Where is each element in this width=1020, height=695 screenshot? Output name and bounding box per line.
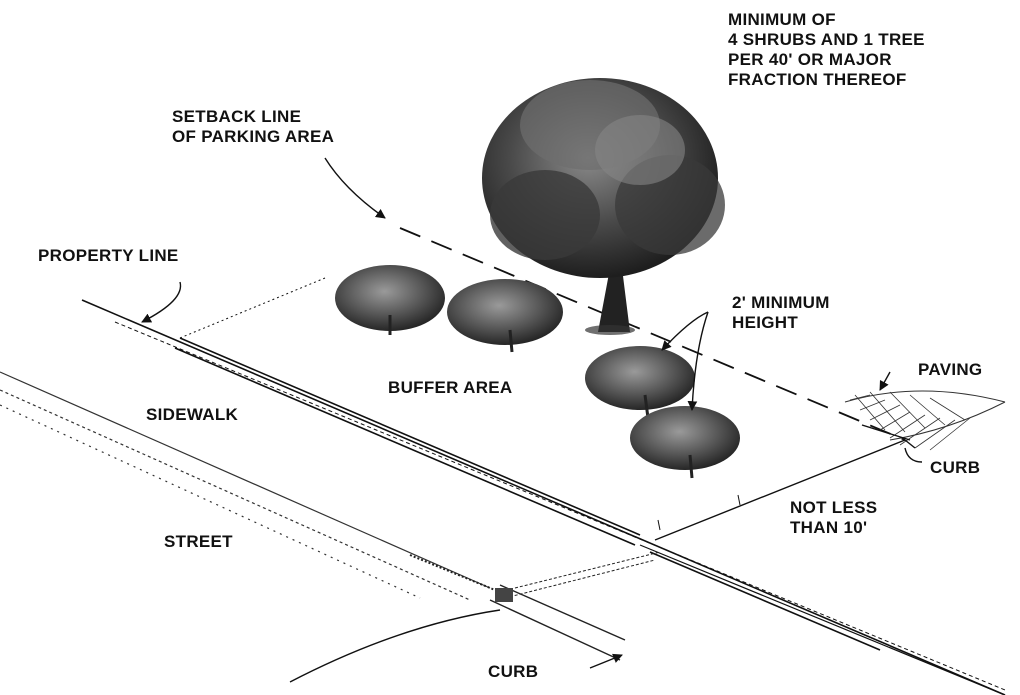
not-less-than-label: NOT LESS THAN 10' [790,498,878,537]
curb-bottom-label: CURB [488,662,539,681]
curb-bottom-line [289,609,501,683]
property-line-label: PROPERTY LINE [38,246,179,265]
height-leader-arrow-1 [661,311,709,351]
leader-lines [141,157,891,683]
curb-crossing [409,551,661,661]
curb-right-label: CURB [930,458,981,477]
setback-line [399,227,906,441]
property-line-leader-arrow [141,281,182,323]
sidewalk-label: SIDEWALK [146,405,239,424]
shrub-2 [447,279,563,353]
minimum-requirement-label: MINIMUM OF 4 SHRUBS AND 1 TREE PER 40' O… [728,10,925,89]
setback-leader-arrow [324,157,386,219]
tree [482,78,725,335]
sidewalk-band [81,299,1006,695]
paving-leader-arrow [879,371,891,391]
street-lines [0,371,491,601]
setback-line-label: SETBACK LINE OF PARKING AREA [172,107,335,146]
shrub-4 [630,406,740,479]
buffer-area-label: BUFFER AREA [388,378,513,397]
curb-bottom-leader-arrow [589,653,623,669]
height-leader-arrow-2 [687,311,709,411]
paving-label: PAVING [918,360,983,379]
minimum-height-label: 2' MINIMUM HEIGHT [732,293,830,332]
buffer-area-outline [179,277,906,541]
shrub-1 [335,265,445,335]
right-curb [861,424,923,463]
paving-hatch [844,390,1006,451]
shrub-3 [585,346,695,419]
street-label: STREET [164,532,233,551]
